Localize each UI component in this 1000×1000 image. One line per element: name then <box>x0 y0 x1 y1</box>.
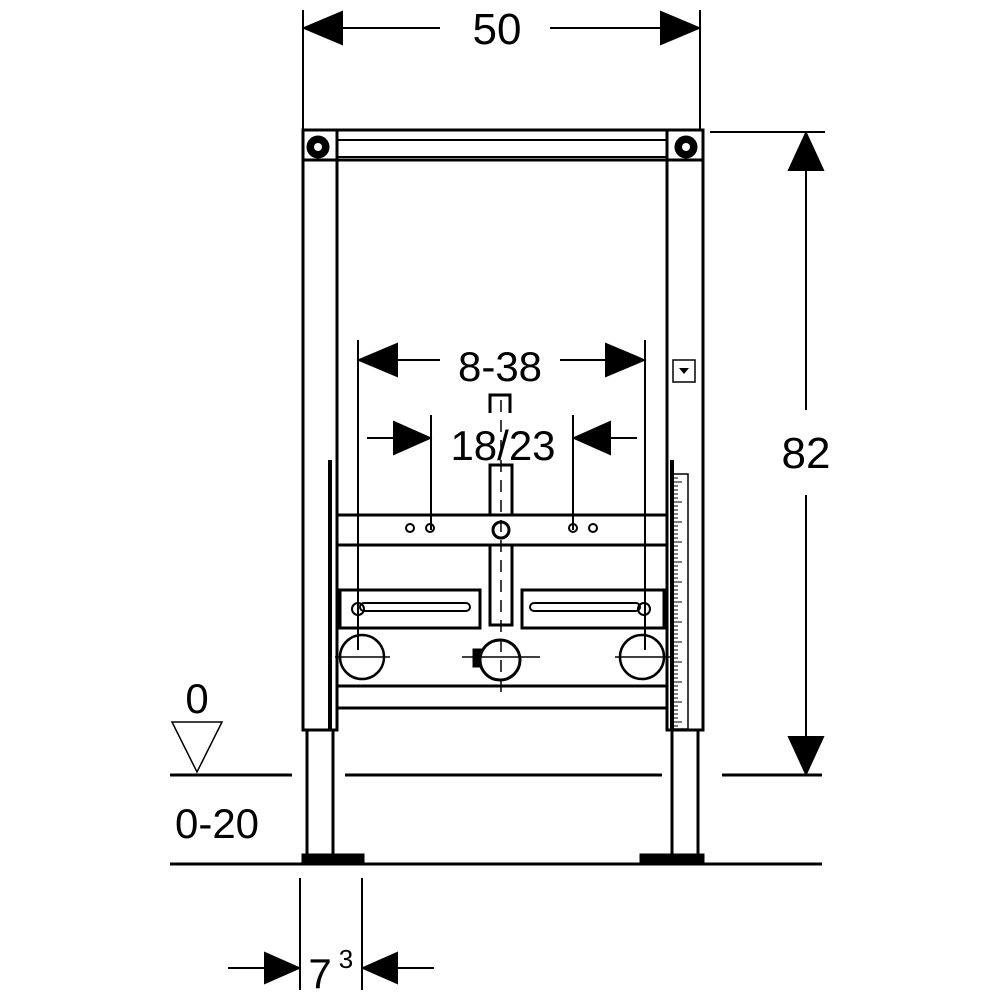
floor-level-triangle <box>170 721 224 774</box>
spacing-range-dimension <box>356 340 647 650</box>
leg-width-superscript: 3 <box>339 944 353 974</box>
water-connection-flanges <box>335 633 670 681</box>
drain-pipe <box>462 393 540 700</box>
height-dimension <box>710 130 825 777</box>
floor-zero-label: 0 <box>185 675 208 722</box>
height-scale <box>672 359 696 730</box>
floor-range-label: 0-20 <box>175 800 259 847</box>
spacing-range-label: 8-38 <box>458 343 542 390</box>
connection-spacing-dimension <box>367 415 637 530</box>
floor-lines <box>170 773 822 866</box>
width-label: 50 <box>473 5 522 54</box>
leg-width-dimension <box>228 878 434 990</box>
width-dimension <box>301 10 702 130</box>
height-label: 82 <box>782 429 831 478</box>
installation-frame <box>301 128 705 864</box>
leg-width-label: 7 <box>308 950 331 997</box>
connection-spacing-label: 18/23 <box>450 422 555 469</box>
